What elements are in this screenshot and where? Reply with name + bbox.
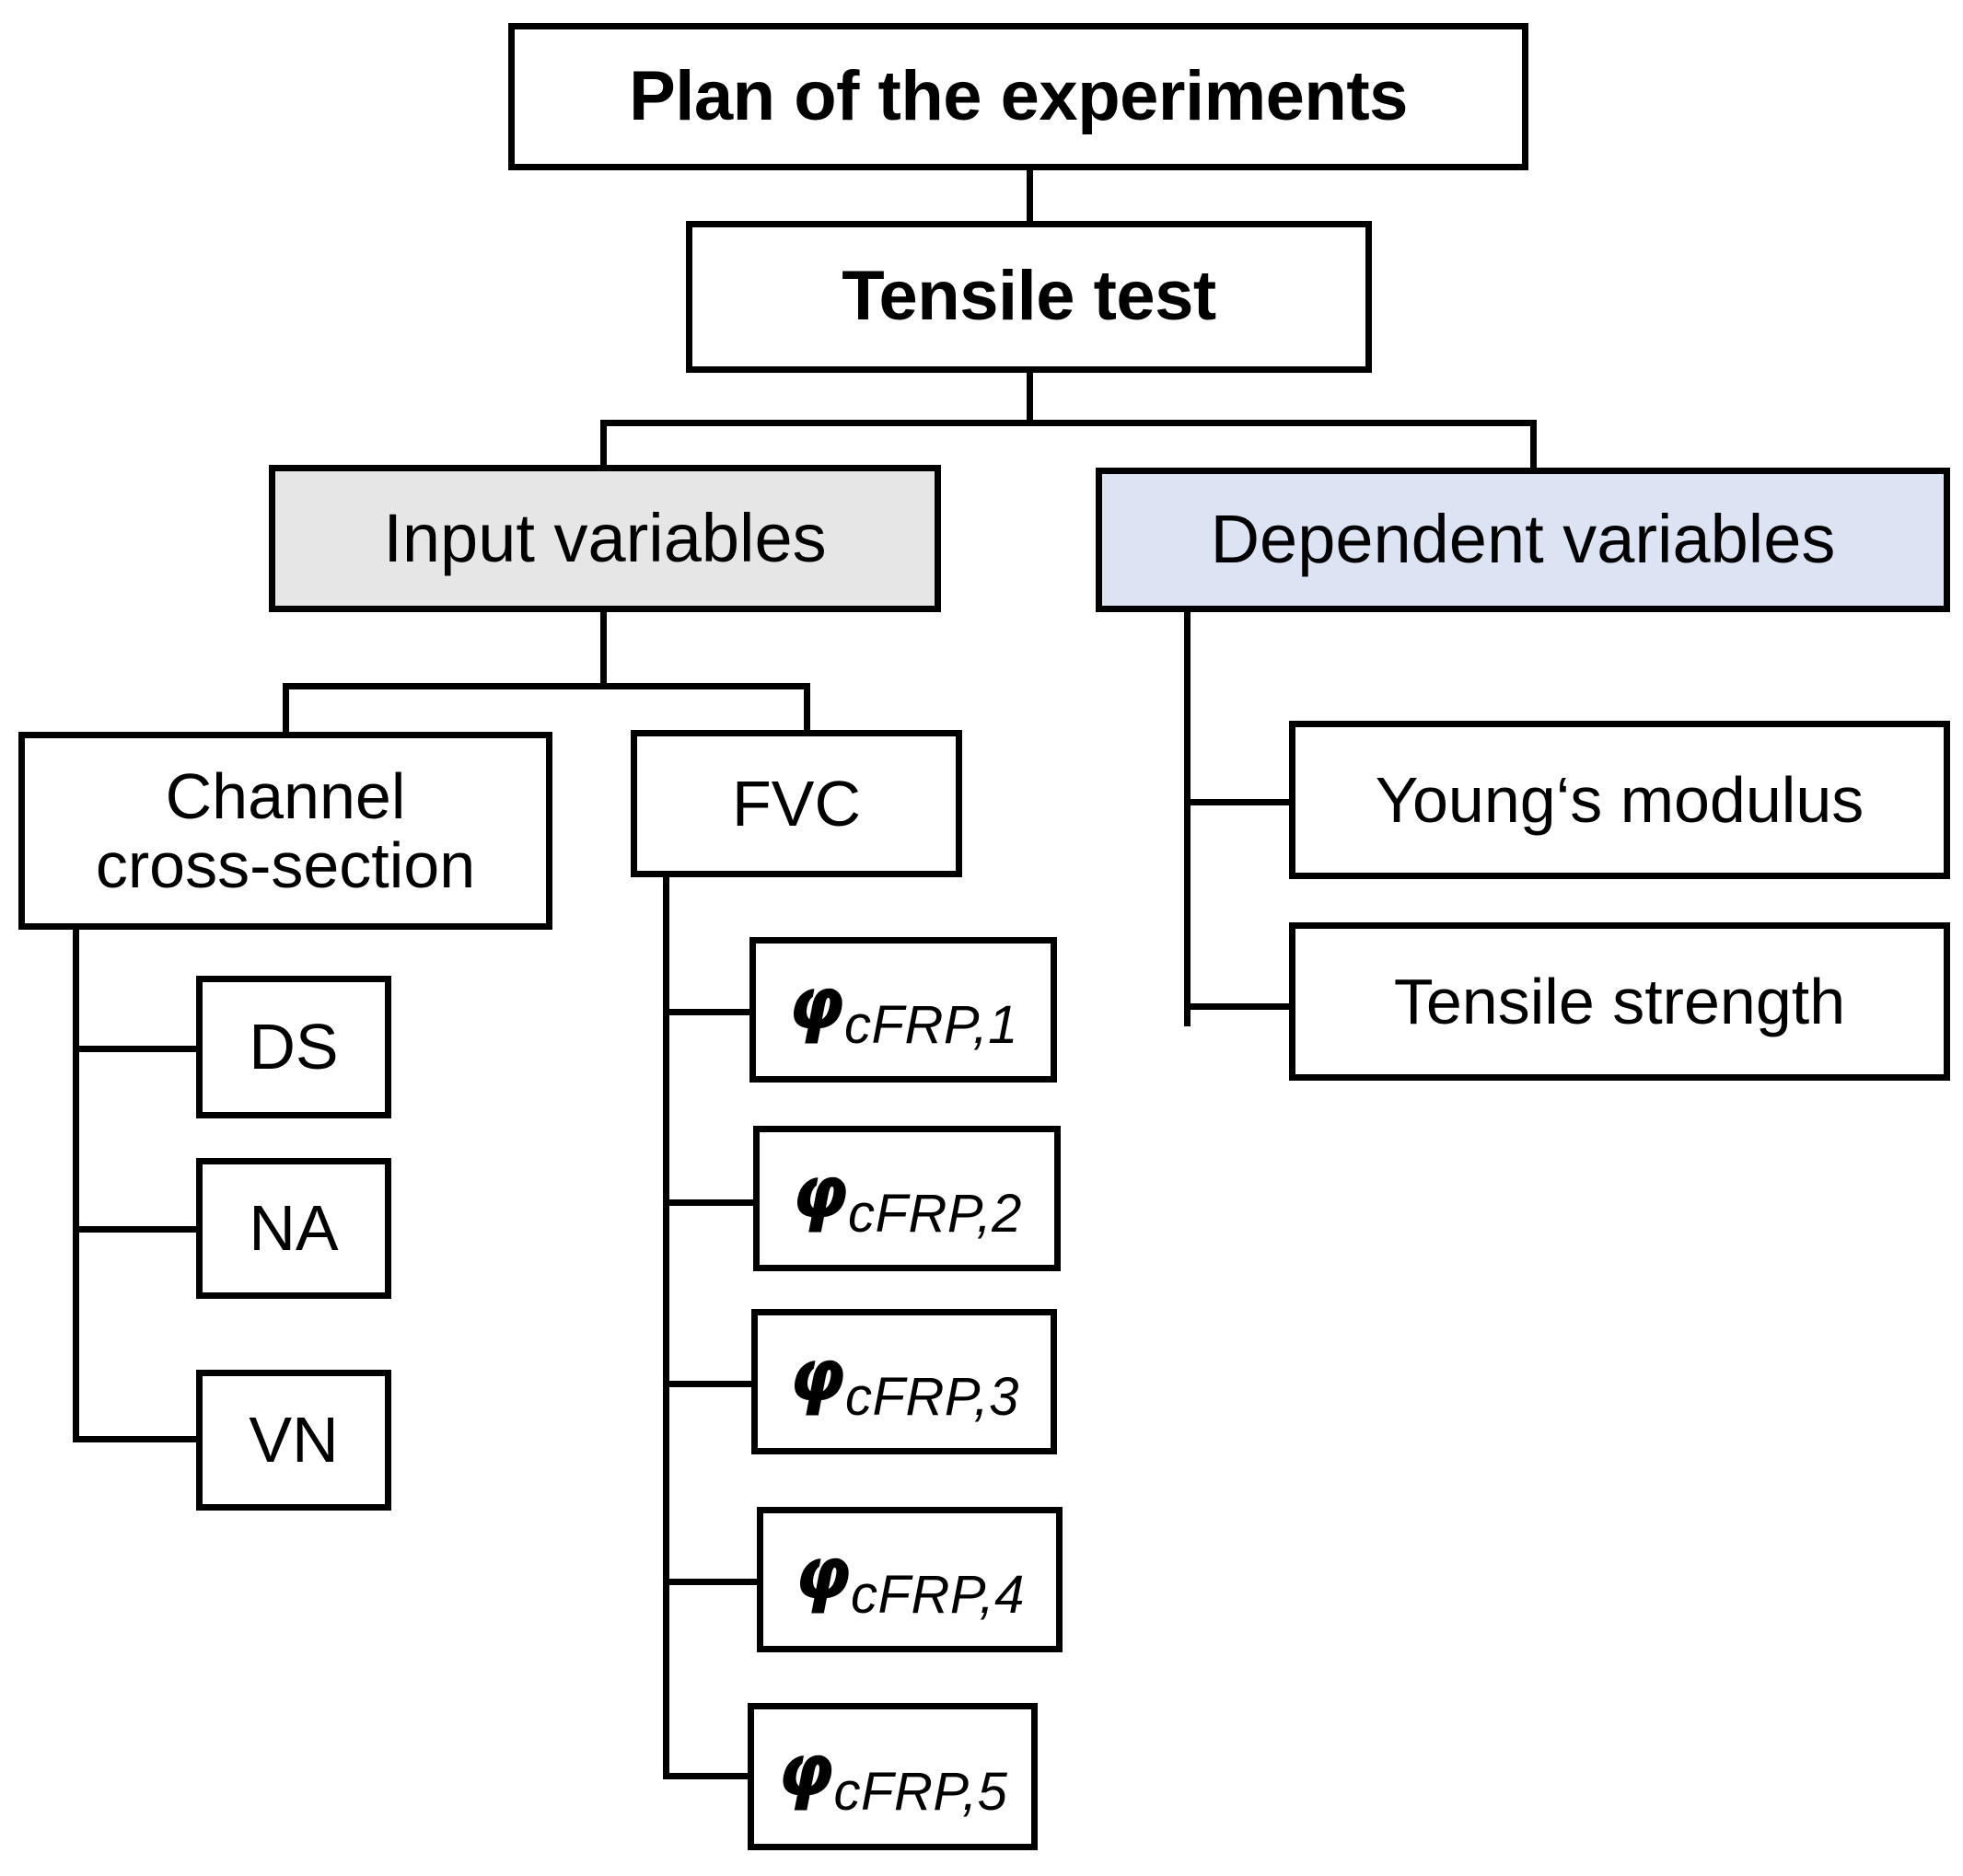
- node-label: Dependent variables: [1210, 501, 1836, 578]
- node-label: Tensile test: [842, 257, 1216, 336]
- connector-dependent-stub-tensile: [1184, 1003, 1295, 1010]
- node-label: DS: [249, 1011, 339, 1083]
- connector-fvc-stub-3: [663, 1381, 754, 1387]
- phi-symbol: φ: [789, 1334, 846, 1418]
- connector-bus-to-channel: [283, 683, 289, 735]
- phi-symbol: φ: [788, 962, 845, 1046]
- phi-subscript: cFRP,4: [851, 1564, 1025, 1625]
- connector-dependent-stub-young: [1184, 799, 1295, 805]
- connector-bus-to-dependent: [1530, 420, 1537, 468]
- connector-root-to-tensile: [1027, 170, 1033, 224]
- phi-symbol: φ: [792, 1151, 849, 1234]
- phi-label-5: φcFRP,5: [777, 1729, 1008, 1822]
- connector-fvc-spine: [663, 877, 669, 1779]
- node-phi-cfrp-5[interactable]: φcFRP,5: [748, 1703, 1038, 1850]
- phi-label-3: φcFRP,3: [789, 1338, 1019, 1426]
- connector-channel-stub-vn: [73, 1436, 202, 1442]
- node-input-variables[interactable]: Input variables: [269, 465, 941, 612]
- connector-input-to-bus: [600, 612, 607, 688]
- node-ds[interactable]: DS: [196, 976, 391, 1118]
- connector-bus-level2: [600, 420, 1537, 426]
- phi-subscript: cFRP,2: [848, 1183, 1022, 1244]
- connector-fvc-stub-2: [663, 1199, 756, 1206]
- node-label: Plan of the experiments: [629, 56, 1408, 135]
- phi-subscript: cFRP,3: [845, 1366, 1019, 1427]
- node-tensile-strength[interactable]: Tensile strength: [1289, 922, 1950, 1081]
- node-vn[interactable]: VN: [196, 1370, 391, 1511]
- node-youngs-modulus[interactable]: Young‘s modulus: [1289, 721, 1950, 879]
- connector-tensile-to-bus: [1027, 373, 1033, 426]
- node-label: Input variables: [383, 499, 827, 576]
- phi-subscript: cFRP,1: [844, 994, 1018, 1055]
- connector-channel-stub-na: [73, 1226, 202, 1233]
- node-label: FVC: [732, 767, 861, 840]
- node-label: Tensile strength: [1393, 965, 1846, 1037]
- node-fvc[interactable]: FVC: [631, 730, 962, 877]
- node-label: NA: [249, 1192, 339, 1265]
- node-plan-of-the-experiments[interactable]: Plan of the experiments: [508, 23, 1528, 170]
- node-na[interactable]: NA: [196, 1158, 391, 1299]
- connector-channel-stub-ds: [73, 1046, 202, 1052]
- node-label: Channel cross-section: [95, 760, 476, 901]
- phi-label-1: φcFRP,1: [788, 966, 1018, 1055]
- node-channel-cross-section[interactable]: Channel cross-section: [18, 732, 552, 930]
- node-dependent-variables[interactable]: Dependent variables: [1096, 468, 1950, 612]
- connector-fvc-stub-5: [663, 1773, 751, 1779]
- connector-channel-spine: [73, 930, 79, 1442]
- connector-dependent-spine: [1184, 612, 1191, 1026]
- phi-symbol: φ: [777, 1729, 834, 1812]
- connector-fvc-stub-4: [663, 1579, 760, 1585]
- node-label: VN: [249, 1404, 339, 1476]
- connector-bus-to-fvc: [804, 683, 810, 735]
- node-phi-cfrp-3[interactable]: φcFRP,3: [751, 1309, 1057, 1454]
- connector-fvc-stub-1: [663, 1009, 752, 1015]
- phi-symbol: φ: [795, 1532, 852, 1615]
- node-phi-cfrp-1[interactable]: φcFRP,1: [749, 937, 1057, 1083]
- connector-bus-to-input: [600, 420, 607, 468]
- node-tensile-test[interactable]: Tensile test: [686, 221, 1372, 373]
- phi-label-2: φcFRP,2: [792, 1151, 1022, 1244]
- node-phi-cfrp-4[interactable]: φcFRP,4: [757, 1507, 1063, 1652]
- connector-bus-input-children: [283, 683, 810, 689]
- node-label: Young‘s modulus: [1375, 763, 1864, 836]
- node-phi-cfrp-2[interactable]: φcFRP,2: [753, 1126, 1061, 1271]
- phi-label-4: φcFRP,4: [795, 1532, 1025, 1625]
- phi-subscript: cFRP,5: [833, 1761, 1008, 1822]
